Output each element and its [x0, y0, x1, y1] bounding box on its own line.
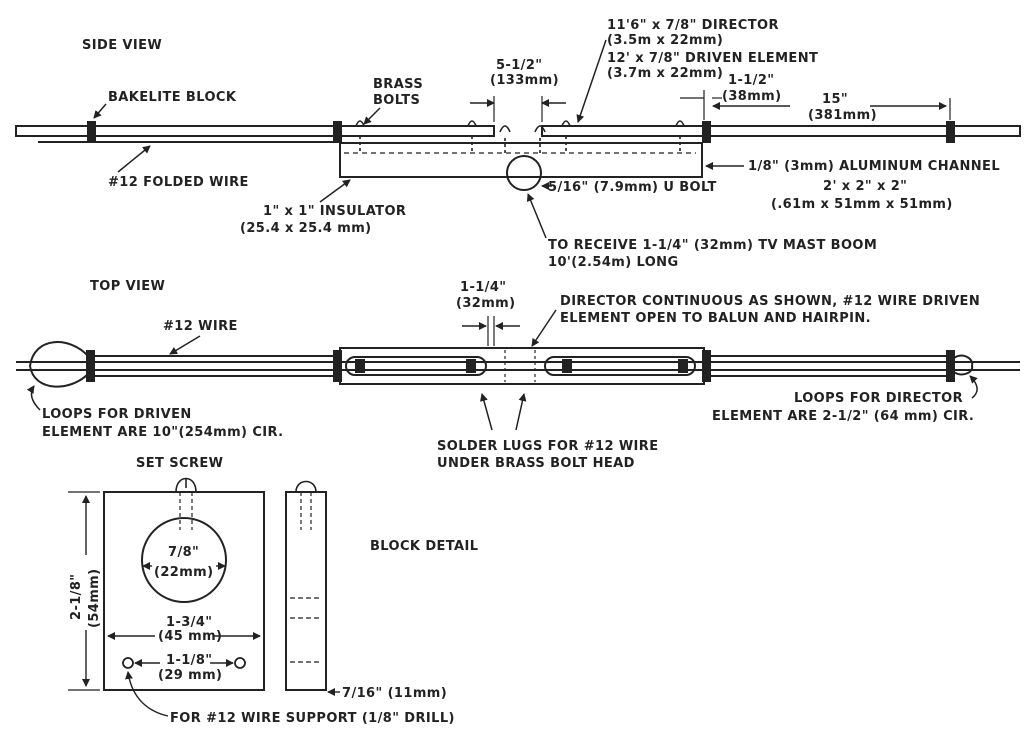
set-screw-label: SET SCREW	[136, 456, 223, 471]
block-detail-title: BLOCK DETAIL	[370, 539, 478, 554]
top-gap-2: (32mm)	[456, 296, 515, 311]
dim-15-1: 15"	[822, 92, 848, 107]
loops-driven-2: ELEMENT ARE 10"(254mm) CIR.	[42, 425, 283, 440]
driven-loop	[28, 341, 89, 388]
gap-dim-1: 5-1/2"	[496, 58, 542, 73]
director-continuous-2: ELEMENT OPEN TO BALUN AND HAIRPIN.	[560, 311, 871, 326]
hole-dim-2: (22mm)	[154, 565, 213, 580]
loops-director-2: ELEMENT ARE 2-1/2" (64 mm) CIR.	[712, 409, 974, 424]
insulator-label-2: (25.4 x 25.4 mm)	[240, 221, 372, 236]
solder-lugs-1: SOLDER LUGS FOR #12 WIRE	[437, 439, 659, 454]
driven-label-2: (3.7m x 22mm)	[607, 66, 723, 81]
gap-dim-2: (133mm)	[490, 73, 559, 88]
folded-wire-label: #12 FOLDED WIRE	[108, 175, 249, 190]
thickness-dim: 7/16" (11mm)	[342, 686, 447, 701]
dim-15-2: (381mm)	[808, 108, 877, 123]
side-bakelite-blocks	[87, 121, 955, 143]
block-front	[103, 491, 265, 691]
director-label-1: 11'6" x 7/8" DIRECTOR	[607, 18, 779, 33]
director-continuous-1: DIRECTOR CONTINUOUS AS SHOWN, #12 WIRE D…	[560, 294, 980, 309]
holes-dim-2: (29 mm)	[158, 668, 222, 683]
brass-bolts-label-1: BRASS	[373, 77, 423, 92]
height-dim-2: (54mm)	[87, 569, 102, 628]
director-label-2: (3.5m x 22mm)	[607, 33, 723, 48]
bakelite-block-label: BAKELITE BLOCK	[108, 90, 237, 105]
u-bolt-circle	[506, 155, 542, 191]
wire-support-label: FOR #12 WIRE SUPPORT (1/8" DRILL)	[170, 711, 455, 726]
channel-label-1: 1/8" (3mm) ALUMINUM CHANNEL	[748, 159, 1000, 174]
block-side	[285, 491, 327, 691]
side-view: SIDE VIEW BAKELIT	[15, 18, 1021, 270]
holes-dim-1: 1-1/8"	[166, 653, 212, 668]
loops-driven-1: LOOPS FOR DRIVEN	[42, 407, 192, 422]
top-view-title: TOP VIEW	[90, 279, 165, 294]
u-bolt-label: 5/16" (7.9mm) U BOLT	[548, 180, 717, 195]
wire-hole-right	[234, 657, 246, 669]
wire-label: #12 WIRE	[163, 319, 238, 334]
top-view: TOP VIEW	[16, 279, 1020, 471]
loops-director-1: LOOPS FOR DIRECTOR	[794, 391, 963, 406]
top-bolts	[355, 359, 688, 373]
side-view-title: SIDE VIEW	[82, 38, 162, 53]
mast-label-2: 10'(2.54m) LONG	[548, 255, 679, 270]
brass-bolts-label-2: BOLTS	[373, 93, 420, 108]
solder-lugs-2: UNDER BRASS BOLT HEAD	[437, 456, 635, 471]
hole-dim-1: 7/8"	[168, 545, 199, 560]
insulator-label-1: 1" x 1" INSULATOR	[263, 204, 406, 219]
top-element-tubes	[16, 355, 1020, 377]
width-dim-1: 1-3/4"	[166, 615, 212, 630]
top-gap-1: 1-1/4"	[460, 280, 506, 295]
driven-label-1: 12' x 7/8" DRIVEN ELEMENT	[607, 51, 818, 66]
wire-hole-left	[122, 657, 134, 669]
aluminum-channel	[339, 142, 703, 178]
block-detail: SET SCREW BLOCK DETAIL 7/8" (22mm) 1-3/4…	[68, 456, 478, 726]
dim-1-5-2: (38mm)	[722, 89, 781, 104]
mast-label-1: TO RECEIVE 1-1/4" (32mm) TV MAST BOOM	[548, 238, 877, 253]
side-element-tubes	[15, 125, 1021, 143]
mast-hole	[141, 517, 227, 603]
top-bakelite-blocks	[86, 350, 955, 382]
top-channel	[339, 347, 705, 385]
width-dim-2: (45 mm)	[158, 629, 222, 644]
channel-label-2: 2' x 2" x 2"	[823, 179, 907, 194]
channel-label-3: (.61m x 51mm x 51mm)	[771, 197, 953, 212]
director-loop	[953, 354, 974, 376]
dim-1-5-1: 1-1/2"	[728, 73, 774, 88]
height-dim-1: 2-1/8"	[69, 574, 84, 620]
